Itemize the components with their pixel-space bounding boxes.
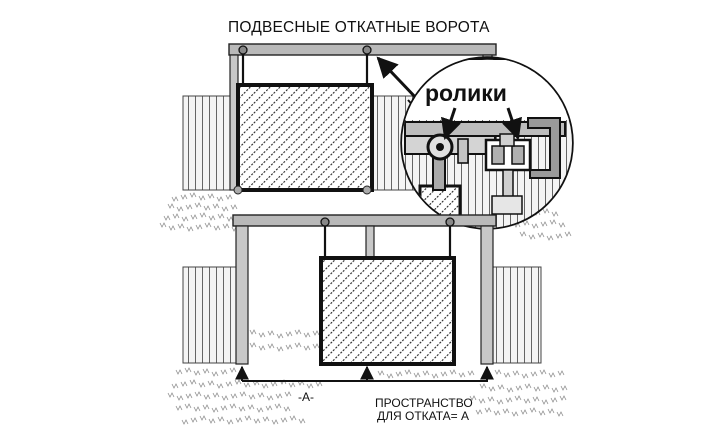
post-left-bottom	[235, 225, 249, 365]
base-roller-right-top	[362, 185, 372, 195]
zoom-pointer-right	[502, 107, 522, 140]
post-right-bottom	[480, 225, 494, 365]
gate-leaf-top	[236, 83, 374, 192]
dimension-arrows	[235, 365, 494, 382]
hanger-left-top	[238, 45, 248, 86]
hanger-right-top	[362, 45, 372, 86]
hanger-left-bottom	[320, 217, 330, 258]
base-roller-left-top	[233, 185, 243, 195]
zoom-pointer-left	[441, 107, 461, 140]
rollers-callout-label: ролики	[425, 80, 507, 106]
fence-left-bottom	[182, 266, 242, 364]
rollback-space-label-line1: ПРОСТРАНСТВО	[375, 396, 473, 410]
post-middle-bottom	[365, 225, 375, 259]
rollback-space-label-line2: ДЛЯ ОТКАТА= А	[377, 409, 470, 423]
overhead-rail-bottom	[232, 214, 497, 227]
gate-leaf-bottom	[319, 256, 456, 366]
diagram-title: ПОДВЕСНЫЕ ОТКАТНЫЕ ВОРОТА	[228, 19, 490, 36]
hanger-right-bottom	[445, 217, 455, 258]
dimension-label-a: -A-	[298, 390, 314, 404]
fence-right-bottom	[492, 266, 542, 364]
callout-arrow	[376, 56, 420, 102]
